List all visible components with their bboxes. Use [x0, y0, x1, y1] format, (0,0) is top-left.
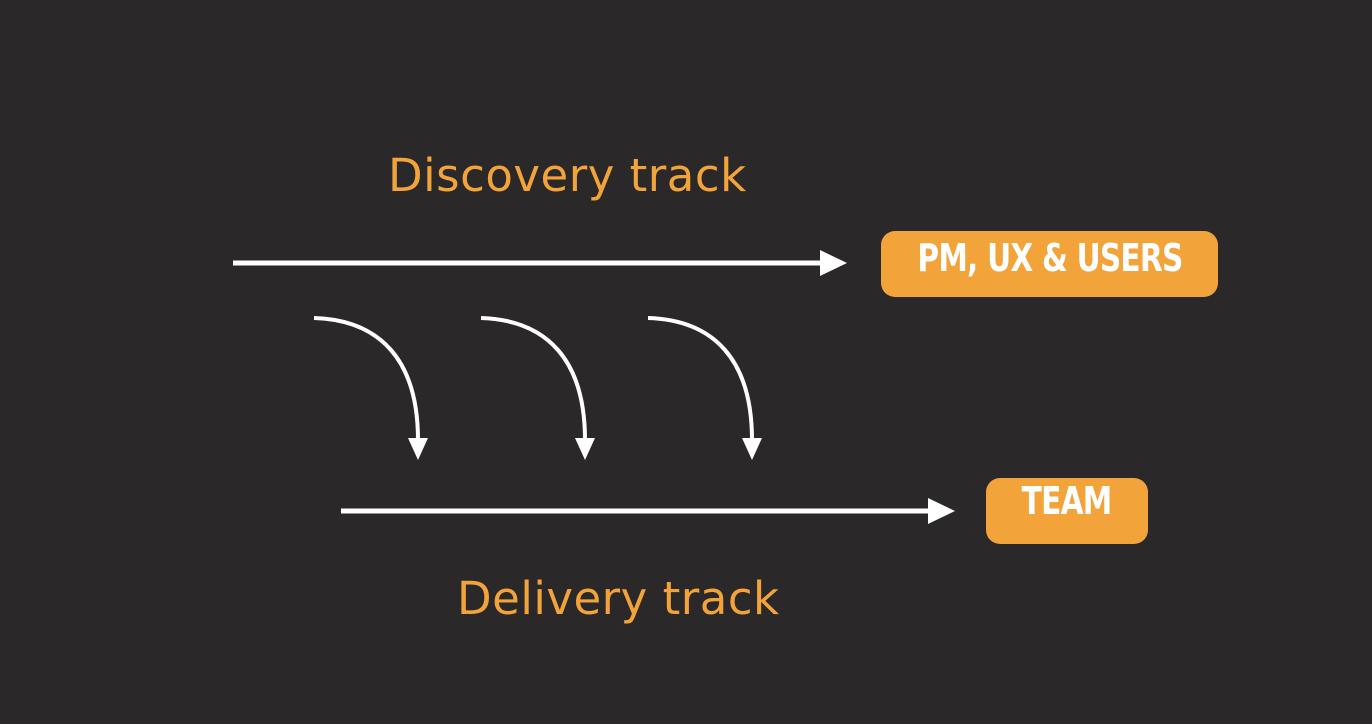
discovery-owner-text: PM, UX & USERS: [916, 236, 1183, 280]
delivery-owner-text: TEAM: [1022, 479, 1113, 523]
discovery-track-arrow: [233, 250, 847, 276]
handoff-arrow-1: [313, 316, 428, 460]
delivery-track-arrow: [341, 498, 955, 524]
handoff-arrow-3: [647, 316, 762, 460]
handoff-arrow-2: [480, 316, 595, 460]
discovery-track-label: Discovery track: [388, 149, 747, 202]
delivery-owner-badge: TEAM: [986, 478, 1148, 544]
discovery-owner-badge: PM, UX & USERS: [881, 231, 1218, 297]
delivery-track-label: Delivery track: [457, 572, 780, 625]
